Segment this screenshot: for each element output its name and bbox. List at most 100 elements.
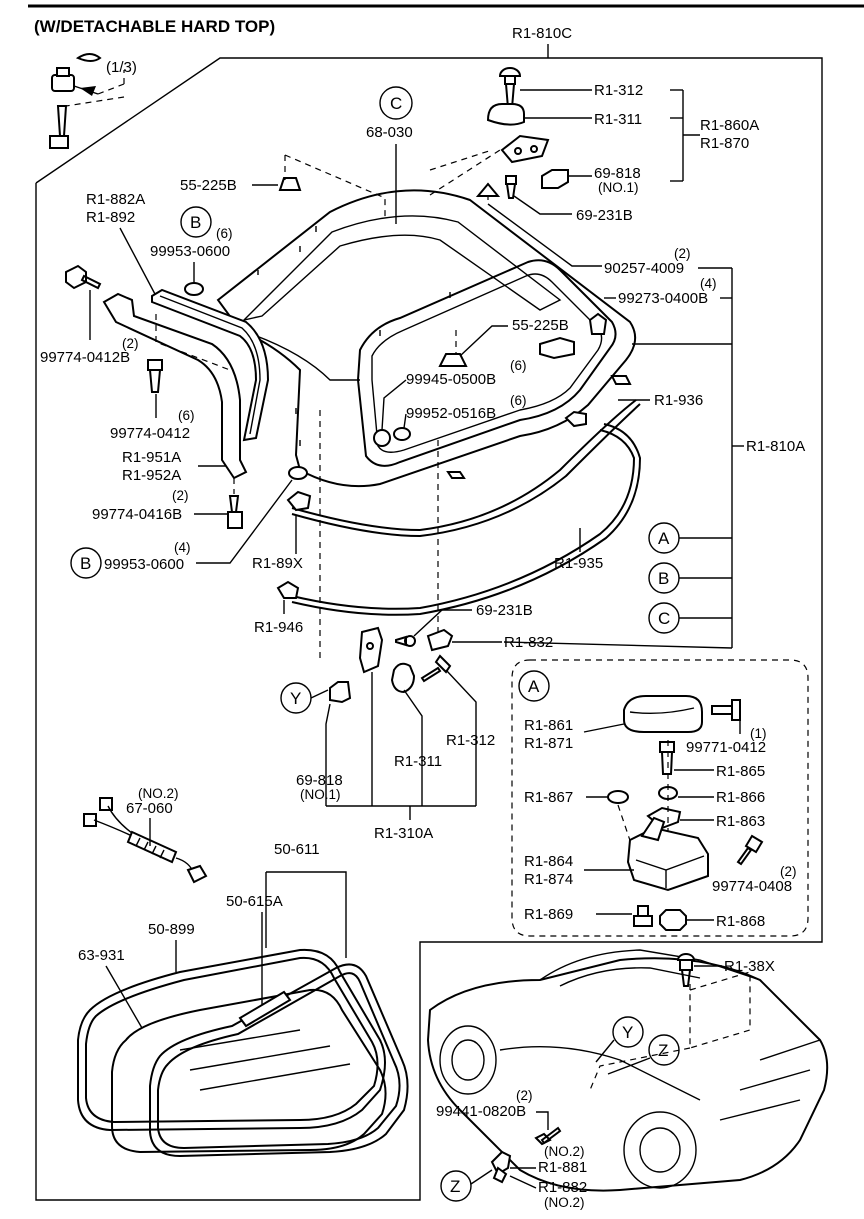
circle-letter-c-top: C bbox=[390, 94, 402, 113]
leader-99952 bbox=[403, 413, 407, 429]
label-no1-low: (NO.1) bbox=[300, 787, 341, 802]
lock-bracket bbox=[358, 626, 384, 674]
label-r1-311-low: R1-311 bbox=[394, 753, 442, 770]
label-69-818-low: 69-818 bbox=[296, 772, 343, 789]
label-99441-0820b: 99441-0820B bbox=[436, 1103, 526, 1120]
label-r1-89x: R1-89X bbox=[252, 555, 303, 572]
circle-letter-z-low: Z bbox=[450, 1177, 460, 1196]
side-weatherstrip bbox=[151, 288, 270, 442]
screw-69-231b-top bbox=[505, 175, 517, 199]
clip-r1-832 bbox=[426, 628, 454, 652]
label-r1-869: R1-869 bbox=[524, 906, 573, 923]
bolt-r1-312-low bbox=[420, 654, 452, 683]
circle-marker-a-detail bbox=[518, 670, 550, 702]
label-no2-67060: (NO.2) bbox=[138, 786, 179, 801]
label-r1-38x: R1-38X bbox=[724, 958, 775, 975]
circle-letter-a-right: A bbox=[658, 529, 670, 548]
circle-letter-z-car: Z bbox=[658, 1041, 668, 1060]
label-50-899: 50-899 bbox=[148, 921, 195, 938]
label-r1-870: R1-870 bbox=[700, 135, 749, 152]
dashed-guide-top bbox=[284, 154, 386, 218]
label-r1-863: R1-863 bbox=[716, 813, 765, 830]
fraction-label: (1/3) bbox=[106, 59, 137, 76]
label-99953-0600-top: 99953-0600 bbox=[150, 243, 230, 260]
wire-harness-67-060 bbox=[83, 797, 208, 884]
label-99774-0412: 99774-0412 bbox=[110, 425, 190, 442]
latch-base-r1-864 bbox=[626, 816, 709, 892]
label-qty-2-0412b: (2) bbox=[122, 336, 139, 351]
label-qty-6-d: (6) bbox=[178, 408, 195, 423]
label-99945-0500b: 99945-0500B bbox=[406, 371, 496, 388]
label-r1-312-low: R1-312 bbox=[446, 732, 495, 749]
bolt-r1-38x bbox=[676, 953, 696, 987]
leader-50-611 bbox=[266, 871, 347, 958]
circle-letter-c-right: C bbox=[658, 609, 670, 628]
label-r1-861: R1-861 bbox=[524, 717, 573, 734]
label-55-225b-mid: 55-225B bbox=[512, 317, 569, 334]
dashed-guide-top-b bbox=[429, 149, 501, 196]
side-bracket-r1-951a bbox=[102, 292, 248, 480]
label-qty-2-0408: (2) bbox=[780, 864, 797, 879]
washer-99953-low bbox=[288, 466, 308, 480]
leader-99953-low bbox=[196, 479, 293, 564]
label-r1-312-top: R1-312 bbox=[594, 82, 643, 99]
dashed-guide-right bbox=[429, 149, 493, 171]
label-r1-810c: R1-810C bbox=[512, 25, 572, 42]
screw-69-231b-low bbox=[395, 635, 416, 647]
nut-99945 bbox=[373, 429, 391, 447]
leader-y-car bbox=[595, 1039, 615, 1063]
pin-90257 bbox=[475, 182, 501, 197]
label-no2-b: (NO.2) bbox=[544, 1195, 585, 1210]
label-qty-2-90257: (2) bbox=[674, 246, 691, 261]
bolt-99774-0416b bbox=[227, 495, 243, 529]
label-r1-868: R1-868 bbox=[716, 913, 765, 930]
circle-letter-a-detail: A bbox=[528, 677, 540, 696]
label-68-030: 68-030 bbox=[366, 124, 413, 141]
label-qty-6-b: (6) bbox=[510, 358, 527, 373]
striker-plate-icon bbox=[500, 134, 550, 164]
leader-r1-861 bbox=[583, 723, 625, 733]
label-67-060: 67-060 bbox=[126, 800, 173, 817]
nut-r1-868 bbox=[659, 909, 687, 931]
label-r1-864: R1-864 bbox=[524, 853, 573, 870]
rear-window-seals bbox=[77, 948, 409, 1158]
pin-r1-869 bbox=[633, 905, 653, 927]
circle-marker-b-left bbox=[70, 547, 102, 579]
label-r1-832: R1-832 bbox=[504, 634, 553, 651]
label-r1-882: R1-882 bbox=[538, 1179, 587, 1196]
clip-r1-936 bbox=[564, 410, 587, 428]
label-55-225b-top: 55-225B bbox=[180, 177, 237, 194]
circle-marker-b-top bbox=[180, 206, 212, 238]
leader-69-231b-top bbox=[513, 195, 572, 215]
label-qty-2-99441: (2) bbox=[516, 1088, 533, 1103]
detail-a-box bbox=[511, 659, 809, 937]
bolt-99441-0820b bbox=[534, 1126, 562, 1146]
leader-63-931 bbox=[105, 965, 143, 1029]
diagram-title: (W/DETACHABLE HARD TOP) bbox=[34, 17, 275, 36]
label-99771-0412: 99771-0412 bbox=[686, 739, 766, 756]
screw-99774-0408 bbox=[736, 834, 764, 866]
cap-r1-311-low bbox=[390, 662, 416, 694]
label-no2-a: (NO.2) bbox=[544, 1144, 585, 1159]
leader-69-231b-low bbox=[413, 609, 472, 637]
leader-55-225b-mid bbox=[459, 325, 508, 357]
label-qty-6-a: (6) bbox=[216, 226, 233, 241]
hard-top-shell bbox=[216, 189, 637, 488]
label-99774-0408: 99774-0408 bbox=[712, 878, 792, 895]
circle-letter-b-left: B bbox=[80, 554, 91, 573]
label-90257-4009: 90257-4009 bbox=[604, 260, 684, 277]
clip-r1-881 bbox=[490, 1150, 512, 1184]
label-r1-952a: R1-952A bbox=[122, 467, 181, 484]
clip-r1-946 bbox=[276, 580, 300, 599]
label-r1-810a: R1-810A bbox=[746, 438, 805, 455]
leader-99945 bbox=[381, 379, 407, 431]
label-r1-871: R1-871 bbox=[524, 735, 573, 752]
label-69-231b-low: 69-231B bbox=[476, 602, 533, 619]
leader-69-818-low bbox=[325, 703, 331, 806]
label-50-615a: 50-615A bbox=[226, 893, 283, 910]
label-no1-top: (NO.1) bbox=[598, 180, 639, 195]
cap-r1-311-top bbox=[486, 103, 525, 126]
label-r1-892: R1-892 bbox=[86, 209, 135, 226]
leader-r1-311-low bbox=[403, 689, 423, 806]
label-r1-951a: R1-951A bbox=[122, 449, 181, 466]
